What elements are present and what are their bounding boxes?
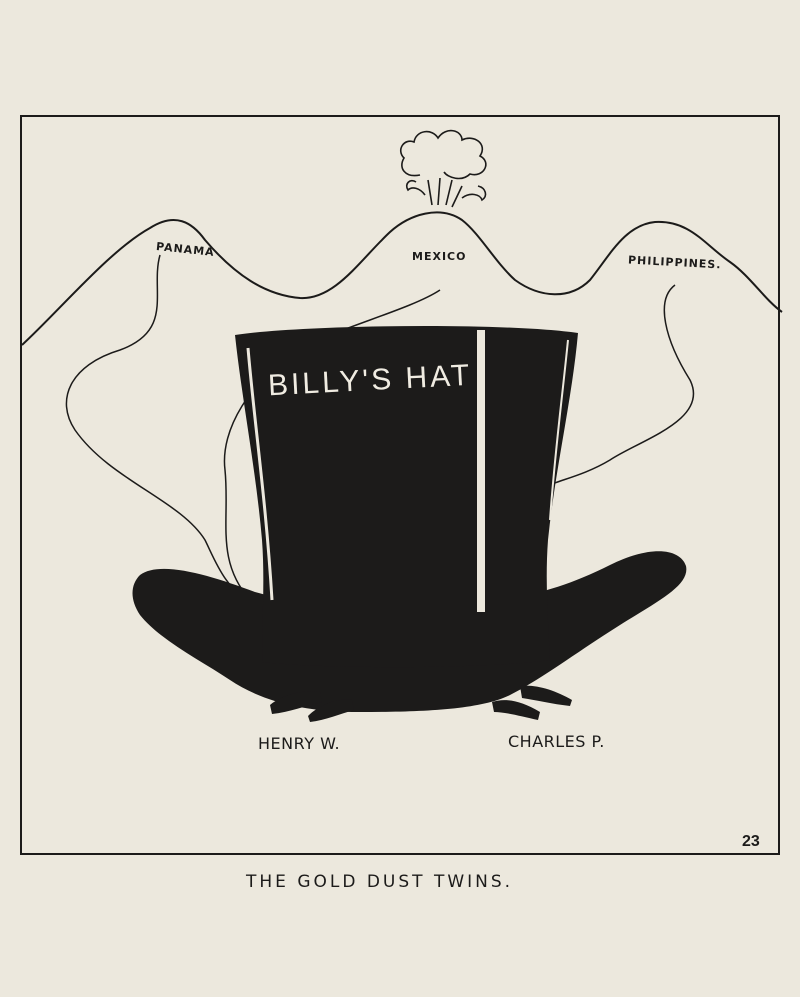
page-number: 23 — [742, 833, 760, 850]
hat-highlight-left — [246, 347, 274, 601]
smoke-trails — [65, 254, 695, 606]
hat-highlight-center — [477, 330, 485, 612]
cartoon-caption: THE GOLD DUST TWINS. — [246, 872, 514, 892]
feet — [270, 685, 572, 722]
mountain-range — [21, 211, 783, 346]
cartoon-frame — [20, 115, 780, 855]
volcano-smoke — [399, 129, 487, 208]
figure-name-right: CHARLES P. — [508, 732, 605, 751]
mountain-label-center: MEXICO — [412, 250, 467, 263]
hat-crown — [235, 326, 578, 668]
figure-name-left: HENRY W. — [258, 734, 341, 753]
hat-highlight-right — [549, 339, 569, 521]
